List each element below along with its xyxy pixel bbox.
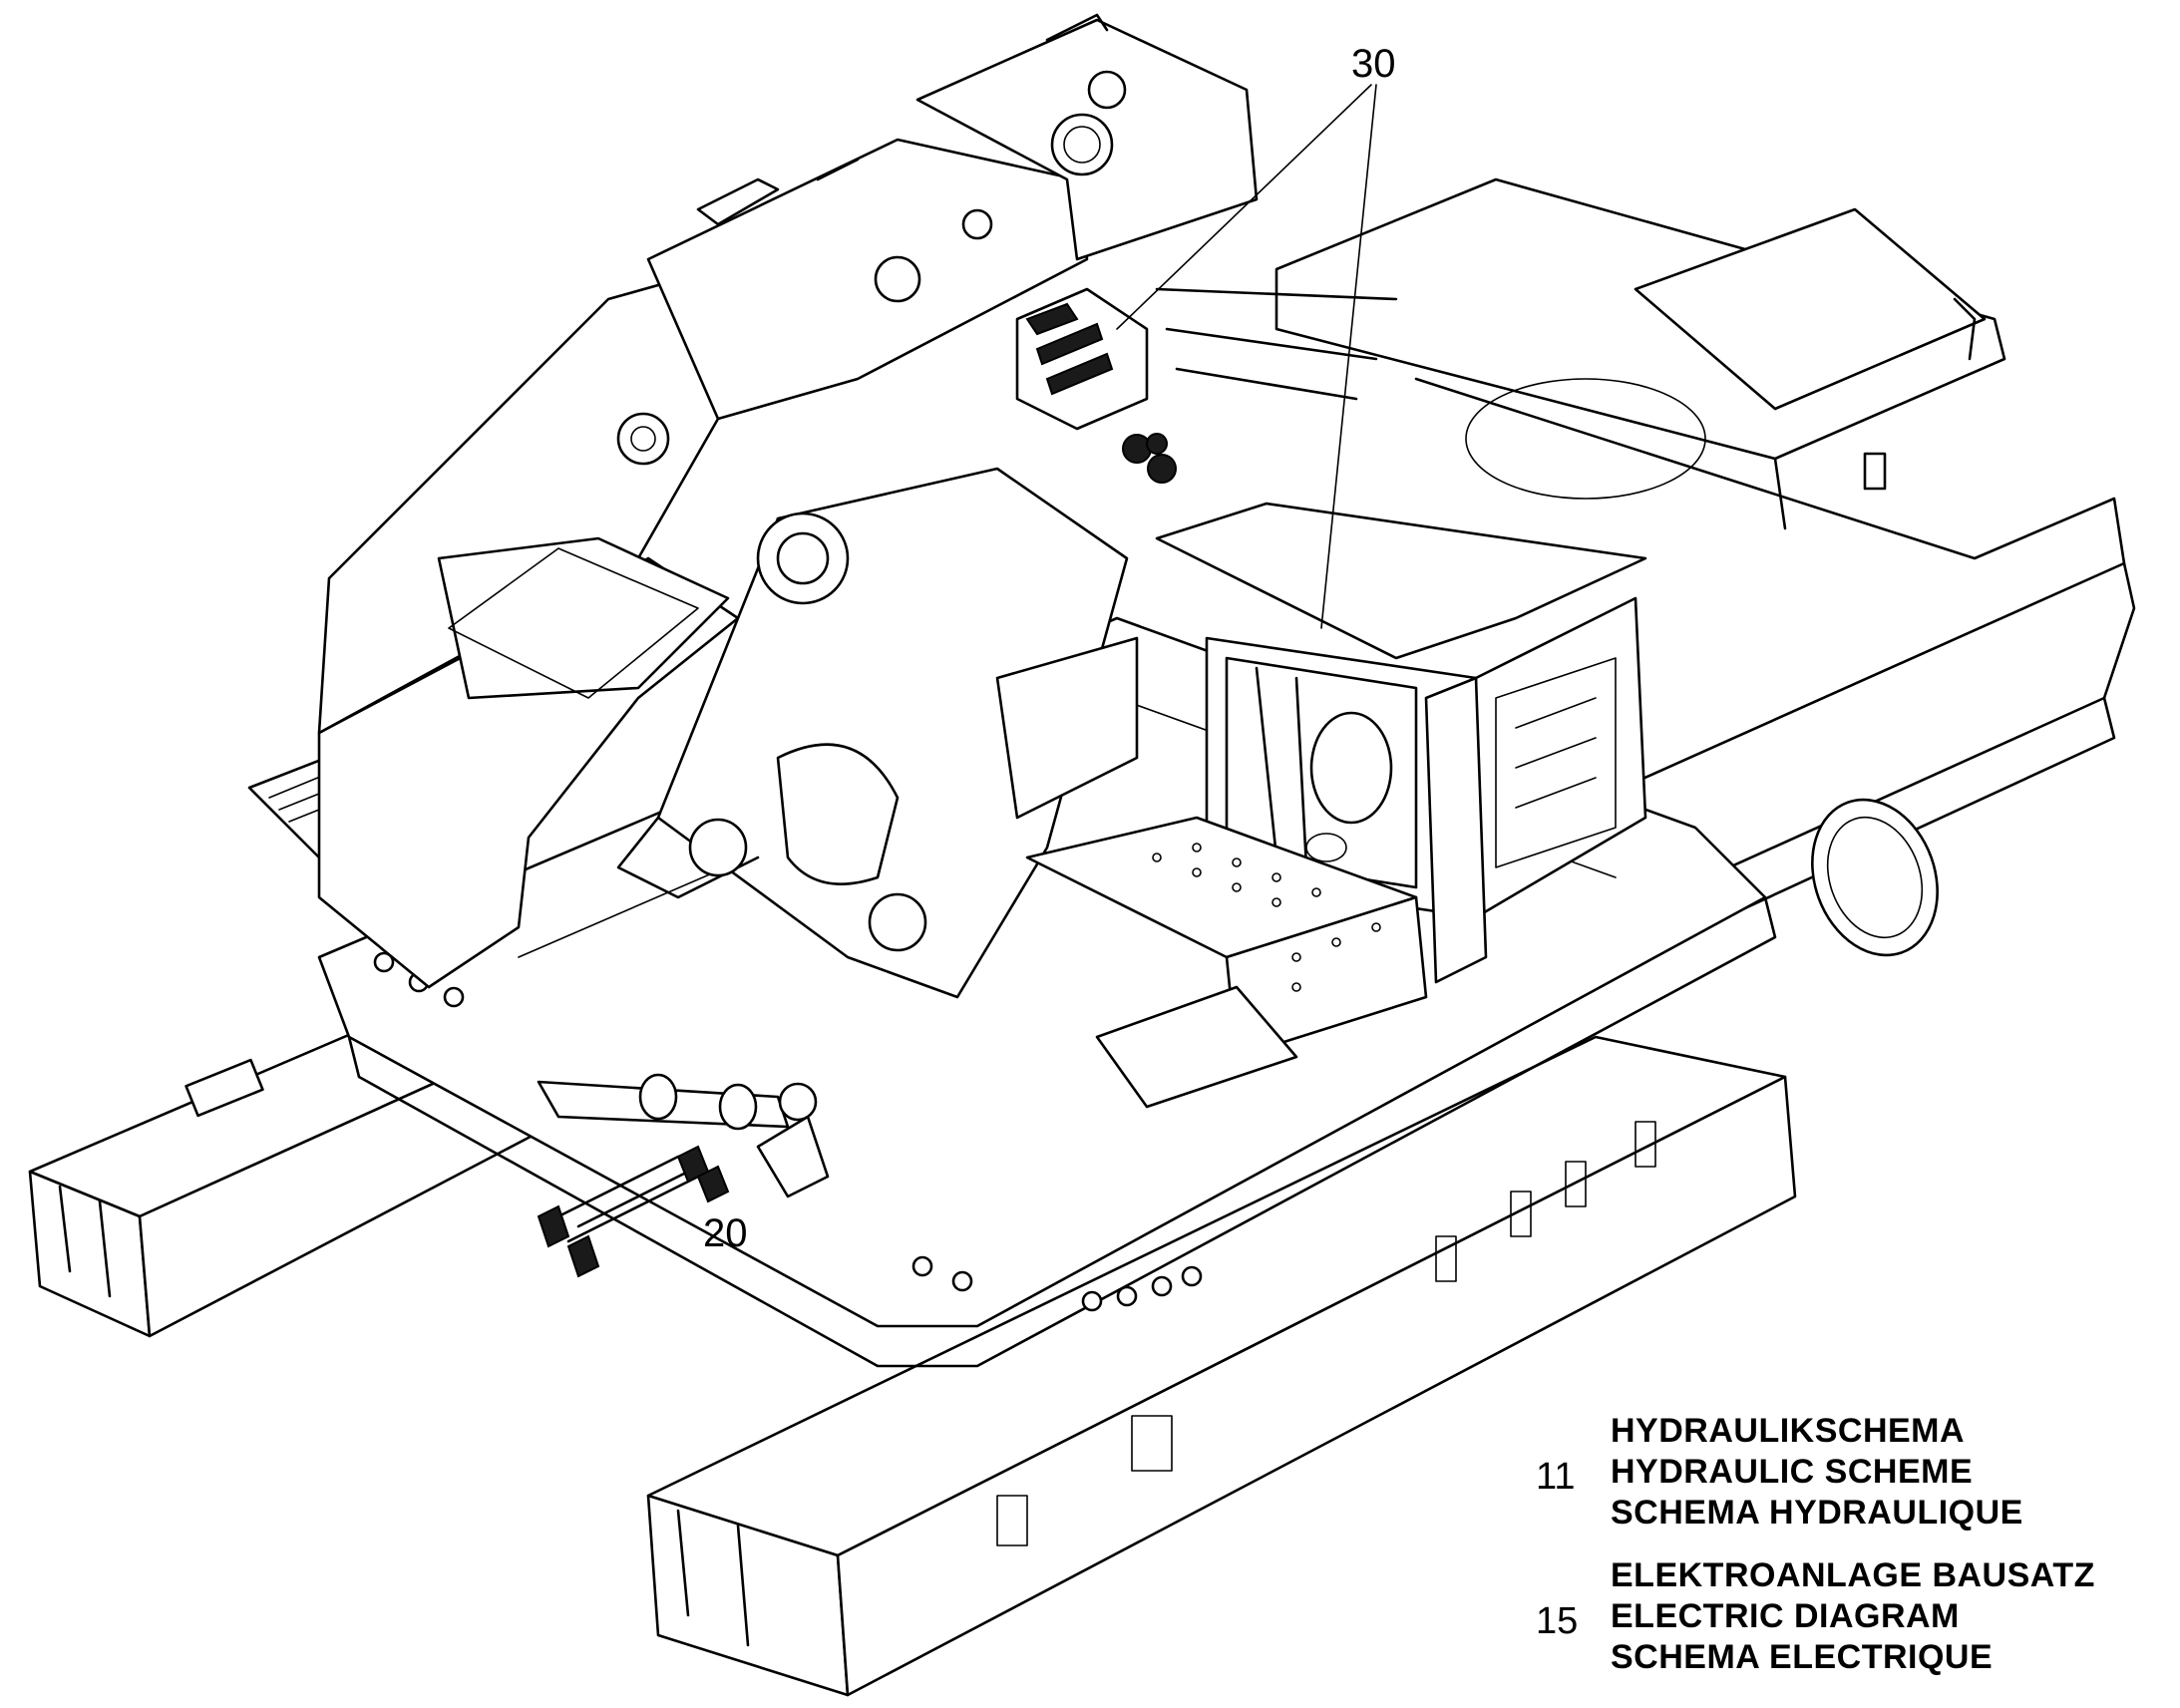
rear-frame-rails — [1274, 177, 2126, 565]
legend-label-fr: SCHEMA HYDRAULIQUE — [1611, 1494, 2023, 1532]
boom-mount-frame — [616, 467, 1139, 999]
legend-label-de: HYDRAULIKSCHEMA — [1611, 1412, 1966, 1450]
callout-20: 20 — [703, 1211, 748, 1255]
callout-30: 30 — [1351, 42, 1396, 86]
legend-label: ELEKTROANLAGE BAUSATZ ELECTRIC DIAGRAM S… — [1611, 1555, 2095, 1678]
service-step-plate — [1025, 816, 1428, 1109]
legend-label-en: ELECTRIC DIAGRAM — [1611, 1597, 1960, 1635]
legend-number: 15 — [1536, 1600, 1579, 1642]
electrical-cabinet — [1155, 502, 1647, 984]
legend-label-de: ELEKTROANLAGE BAUSATZ — [1611, 1556, 2095, 1594]
valve-block-assembly — [1015, 287, 1398, 484]
legend-label-fr: SCHEMA ELECTRIQUE — [1611, 1638, 1994, 1676]
callout-leaders — [1116, 84, 1377, 629]
cylinder-assembly — [537, 1073, 830, 1278]
legend-label: HYDRAULIKSCHEMA HYDRAULIC SCHEME SCHEMA … — [1611, 1411, 2023, 1534]
lower-main-beam — [646, 1035, 1797, 1697]
legend-number: 11 — [1536, 1456, 1576, 1498]
rear-engine-deck — [646, 13, 1259, 421]
legend-label-en: HYDRAULIC SCHEME — [1611, 1453, 1974, 1491]
